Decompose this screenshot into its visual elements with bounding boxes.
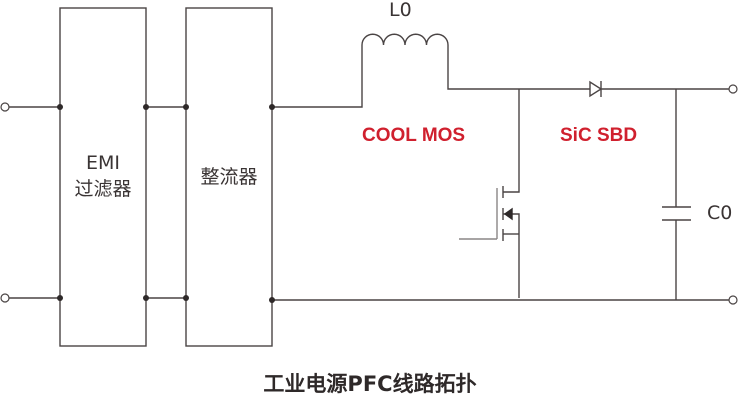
- wire-to-inductor: [272, 45, 363, 108]
- emi-filter-label: EMI 过滤器: [60, 150, 146, 202]
- input-terminal-top: [0, 102, 10, 112]
- inductor-symbol: [361, 33, 449, 46]
- rectifier-label: 整流器: [200, 166, 258, 188]
- rectifier-block: [185, 7, 273, 347]
- capacitor-label: C0: [707, 202, 733, 224]
- emi-label-line1: EMI: [85, 152, 120, 174]
- diode-symbol: [589, 80, 603, 98]
- mosfet-drain-wire: [503, 89, 520, 193]
- junction-dot: [143, 104, 149, 110]
- mosfet-label: COOL MOS: [362, 125, 466, 146]
- emi-filter-block: [59, 7, 147, 347]
- junction-dot: [143, 295, 149, 301]
- junction-dot: [269, 104, 275, 110]
- inductor-label: L0: [389, 0, 412, 21]
- input-terminal-bottom: [0, 293, 10, 303]
- junction-dot: [183, 104, 189, 110]
- output-terminal-top: [728, 84, 738, 94]
- diode-label: SiC SBD: [560, 125, 638, 146]
- diagram-title: 工业电源PFC线路拓扑: [263, 372, 477, 396]
- junction-dot: [183, 295, 189, 301]
- junction-dot: [57, 295, 63, 301]
- wire-inductor-to-diode: [447, 45, 590, 90]
- emi-label-line2: 过滤器: [74, 178, 132, 200]
- junction-dot: [269, 297, 275, 303]
- junction-dot: [57, 104, 63, 110]
- output-terminal-bottom: [728, 295, 738, 305]
- mosfet-symbol: [459, 186, 520, 298]
